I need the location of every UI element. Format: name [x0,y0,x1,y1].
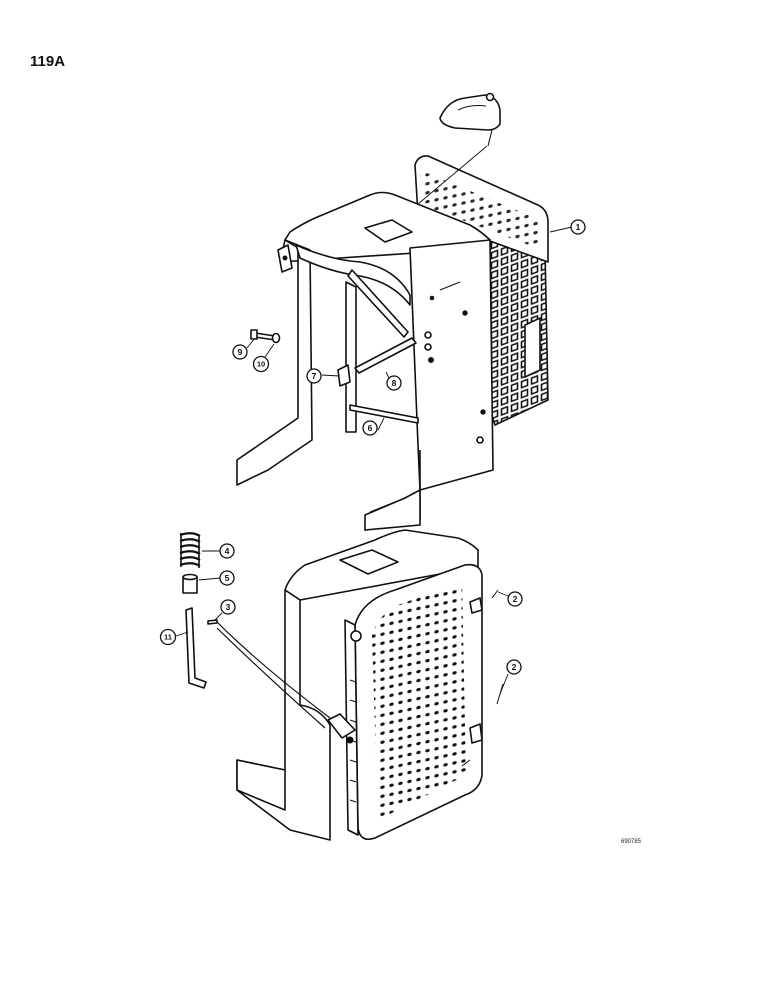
callout-label: 5 [225,573,230,583]
callout-label: 3 [226,602,231,612]
cotter-pins [491,589,504,705]
callout-3: 3 [220,599,236,615]
upper-guard-frame [236,191,494,531]
callout-label: 9 [238,347,243,357]
art-number: 690785 [621,839,642,845]
callout-label: 8 [392,378,397,388]
callout-label: 6 [368,423,373,433]
callout-11: 11 [159,628,177,646]
lower-guard-assembly [236,529,483,841]
filler-cap [404,92,501,216]
bolt-and-washer [250,329,281,344]
page-number: 119A [30,53,66,70]
callout-label: 4 [225,546,230,556]
callout-2-lower: 2 [506,659,522,675]
spring [179,532,201,568]
callout-label: 2 [512,662,517,672]
callout-9: 9 [232,344,248,360]
callout-label: 7 [312,371,317,381]
callout-10: 10 [252,355,270,373]
bushing [182,573,198,594]
callout-leaders [175,226,573,695]
callout-5: 5 [219,570,235,586]
callout-label: 10 [257,360,265,369]
callout-7: 7 [306,368,322,384]
callout-4: 4 [219,543,235,559]
callout-label: 1 [576,222,581,232]
callout-8: 8 [386,375,402,391]
callout-1: 1 [570,219,586,235]
latch-rod [185,607,331,729]
callout-label: 11 [164,633,172,642]
callout-6: 6 [362,420,378,436]
callout-2-upper: 2 [507,591,523,607]
callout-label: 2 [513,594,518,604]
